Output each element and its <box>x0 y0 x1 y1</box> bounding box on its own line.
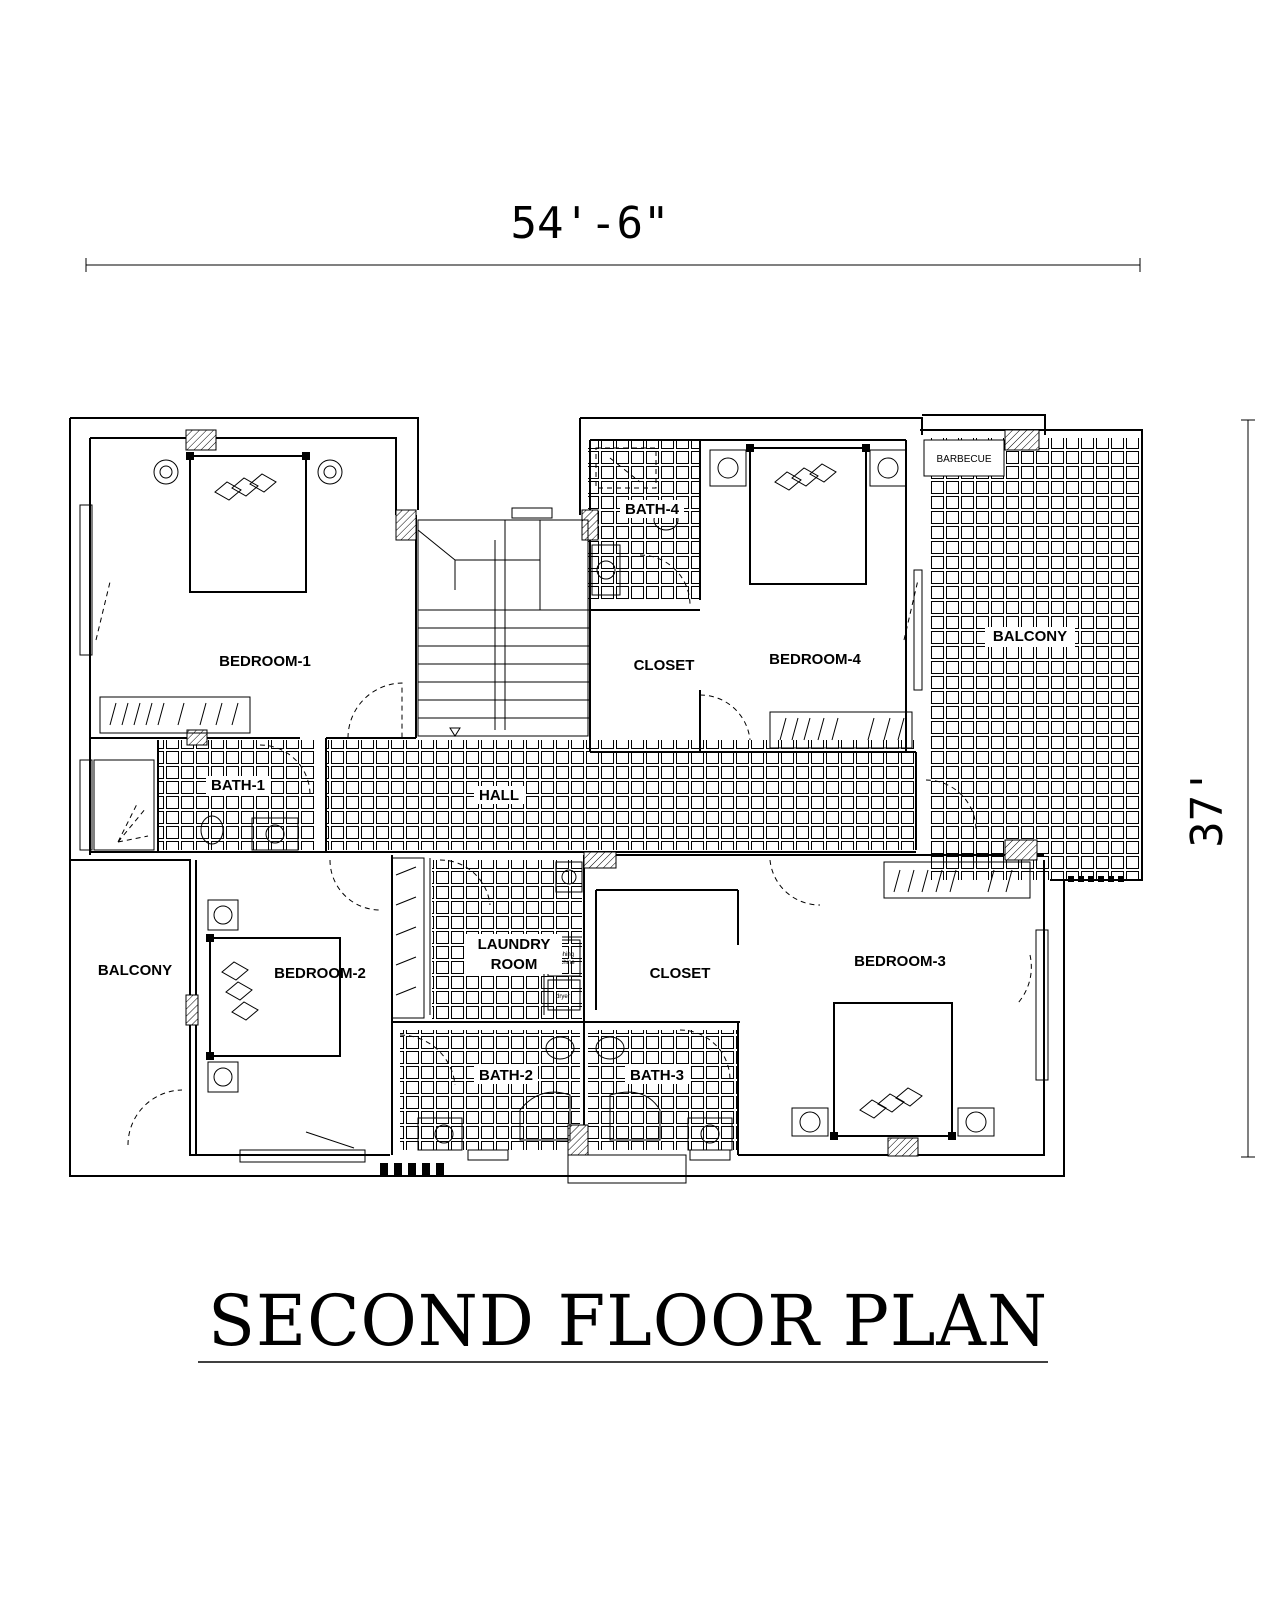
svg-text:washing: washing <box>551 952 574 958</box>
room-label-balcony-east: BALCONY <box>993 628 1067 645</box>
room-label-hall: HALL <box>479 787 519 804</box>
wardrobes <box>99 696 1031 1019</box>
staircase <box>417 507 590 737</box>
width-dimension-label: 54'-6" <box>511 198 670 249</box>
room-label-laundry-line2: ROOM <box>491 956 538 973</box>
room-label-laundry-line1: LAUNDRY <box>478 936 551 953</box>
room-label-bath-4: BATH-4 <box>625 501 680 518</box>
door-swings <box>95 554 1032 1149</box>
plan-title-text: SECOND FLOOR PLAN <box>208 1280 1048 1362</box>
barbecue: BARBECUE <box>923 439 1005 477</box>
depth-dimension: 37' <box>1182 419 1255 1158</box>
room-label-closet-2: CLOSET <box>650 965 711 982</box>
room-label-bedroom-2: BEDROOM-2 <box>274 965 366 982</box>
bed-bedroom-3 <box>791 1002 995 1140</box>
room-label-bedroom-4: BEDROOM-4 <box>769 651 861 668</box>
room-labels: BEDROOM-1 BEDROOM-4 BEDROOM-2 BEDROOM-3 … <box>98 500 1075 1084</box>
svg-text:machine: machine <box>552 960 575 966</box>
bed-bedroom-4 <box>709 444 907 585</box>
windows <box>79 504 1124 1175</box>
room-label-balcony-west: BALCONY <box>98 962 172 979</box>
width-dimension: 54'-6" <box>85 198 1141 272</box>
room-label-bedroom-1: BEDROOM-1 <box>219 653 311 670</box>
room-label-bath-2: BATH-2 <box>479 1067 533 1084</box>
svg-text:dryer: dryer <box>556 994 570 1000</box>
structural-columns <box>185 429 1040 1157</box>
room-label-bath-1: BATH-1 <box>211 777 265 794</box>
bath-fixtures: washing machine dryer <box>93 447 733 1151</box>
bed-bedroom-2 <box>206 899 341 1093</box>
depth-dimension-label: 37' <box>1182 768 1233 847</box>
room-label-closet-1: CLOSET <box>634 657 695 674</box>
barbecue-label: BARBECUE <box>936 454 991 465</box>
bed-bedroom-1 <box>153 452 343 593</box>
room-label-bedroom-3: BEDROOM-3 <box>854 953 946 970</box>
plan-title: SECOND FLOOR PLAN <box>198 1280 1048 1363</box>
room-label-bath-3: BATH-3 <box>630 1067 684 1084</box>
